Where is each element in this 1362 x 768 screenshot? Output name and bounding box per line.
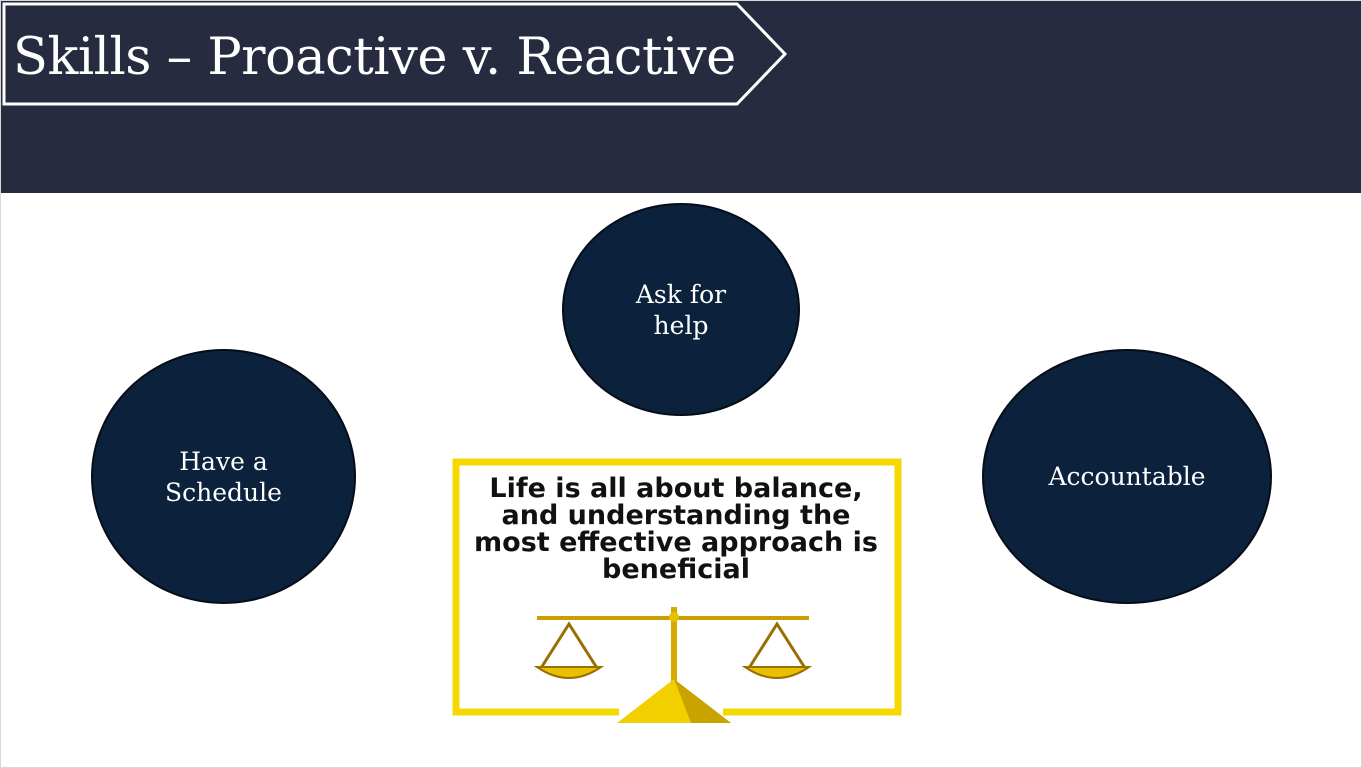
yellow-frame: [452, 458, 902, 716]
slide-title: Skills – Proactive v. Reactive: [13, 28, 736, 87]
balance-scale-graphic: [452, 458, 902, 723]
circle-accountable: Accountable: [982, 349, 1272, 604]
circle-have-a-schedule: Have a Schedule: [91, 349, 356, 604]
circle-ask-for-help-label: Ask for help: [635, 279, 727, 340]
title-arrow-shape: [2, 2, 788, 106]
scale-base-shade: [674, 679, 731, 723]
circle-ask-for-help: Ask for help: [562, 203, 800, 416]
circle-accountable-label: Accountable: [1048, 462, 1206, 491]
right-pan-strings: [747, 621, 807, 669]
balance-quote: Life is all about balance, and understan…: [474, 473, 878, 585]
left-pan-strings: [539, 621, 599, 669]
scale-pillar: [671, 607, 677, 685]
circle-have-a-schedule-label: Have a Schedule: [165, 446, 282, 507]
left-pan: [533, 666, 605, 679]
scale-pivot: [669, 612, 679, 622]
right-pan: [741, 666, 813, 679]
